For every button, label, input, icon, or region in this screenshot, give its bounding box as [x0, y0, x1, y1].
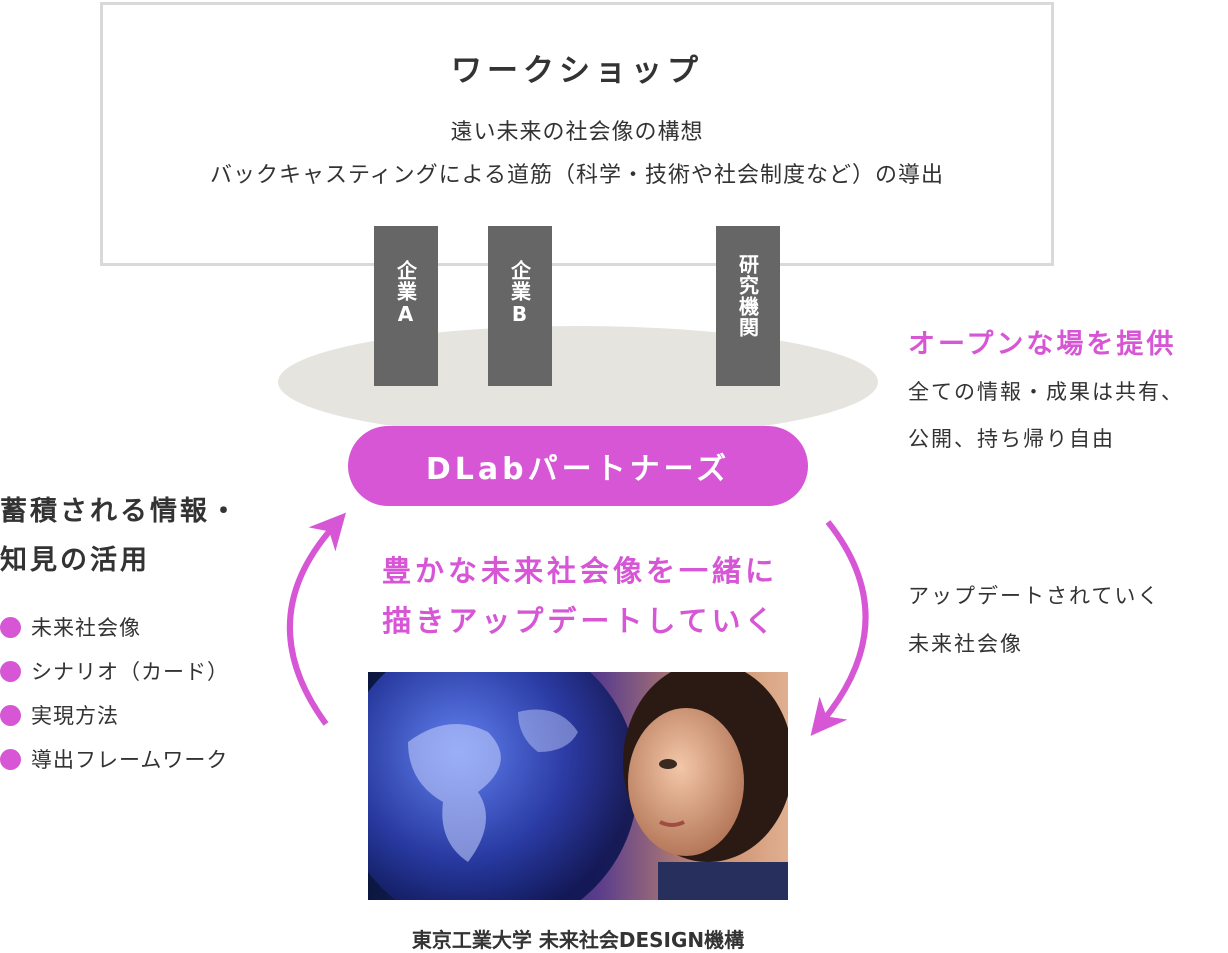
list-item-label: 導出フレームワーク — [31, 748, 229, 772]
update-text-line-2: 未来社会像 — [908, 632, 1023, 656]
bullet-dot-icon — [0, 660, 21, 682]
bullet-dot-icon — [0, 748, 21, 770]
shirt-shape — [658, 862, 788, 900]
eye-shape — [659, 759, 677, 769]
workshop-line-2: バックキャスティングによる道筋（科学・技術や社会制度など）の導出 — [209, 163, 945, 188]
center-message-line-2: 描きアップデートしていく — [382, 604, 778, 638]
knowledge-list: 未来社会像 シナリオ（カード） 実現方法 導出フレームワーク — [0, 605, 229, 781]
open-space-text-line-1: 全ての情報・成果は共有、 — [908, 380, 1184, 404]
pillar-label: 企業B — [507, 260, 532, 327]
list-item: 実現方法 — [0, 693, 229, 737]
mouth-shape — [659, 820, 685, 827]
face-shape — [628, 708, 744, 856]
future-society-photo — [368, 672, 788, 900]
open-space-heading: オープンな場を提供 — [908, 329, 1177, 360]
bullet-dot-icon — [0, 616, 21, 638]
left-heading-line-2: 知見の活用 — [0, 545, 150, 576]
list-item: 未来社会像 — [0, 605, 229, 649]
pillar-company-b: 企業B — [488, 226, 552, 386]
platform-ellipse — [278, 326, 878, 438]
globe-image — [368, 672, 638, 900]
list-item-label: 実現方法 — [31, 704, 119, 728]
pillar-label: 企業A — [393, 260, 418, 327]
continent-shape — [408, 724, 501, 862]
center-message-line-1: 豊かな未来社会像を一緒に — [381, 554, 778, 588]
partners-badge: DLabパートナーズ — [348, 426, 808, 506]
workshop-title: ワークショップ — [451, 53, 703, 89]
list-item: シナリオ（カード） — [0, 649, 229, 693]
pillar-label: 研究機関 — [735, 254, 760, 338]
left-heading-line-1: 蓄積される情報・ — [0, 496, 240, 527]
pillar-research-institute: 研究機関 — [716, 226, 780, 386]
organization-caption: 東京工業大学 未来社会DESIGN機構 — [411, 928, 745, 952]
bullet-dot-icon — [0, 704, 21, 726]
list-item: 導出フレームワーク — [0, 737, 229, 781]
list-item-label: シナリオ（カード） — [31, 660, 229, 684]
left-cycle-arrow — [287, 512, 346, 726]
pillar-company-a: 企業A — [374, 226, 438, 386]
open-space-text-line-2: 公開、持ち帰り自由 — [908, 427, 1115, 451]
list-item-label: 未来社会像 — [31, 616, 141, 640]
update-text-line-1: アップデートされていく — [908, 584, 1161, 608]
continent-shape — [518, 709, 578, 752]
right-cycle-arrow — [810, 520, 869, 736]
workshop-box: ワークショップ 遠い未来の社会像の構想 バックキャスティングによる道筋（科学・技… — [100, 2, 1054, 266]
workshop-line-1: 遠い未来の社会像の構想 — [450, 120, 704, 145]
